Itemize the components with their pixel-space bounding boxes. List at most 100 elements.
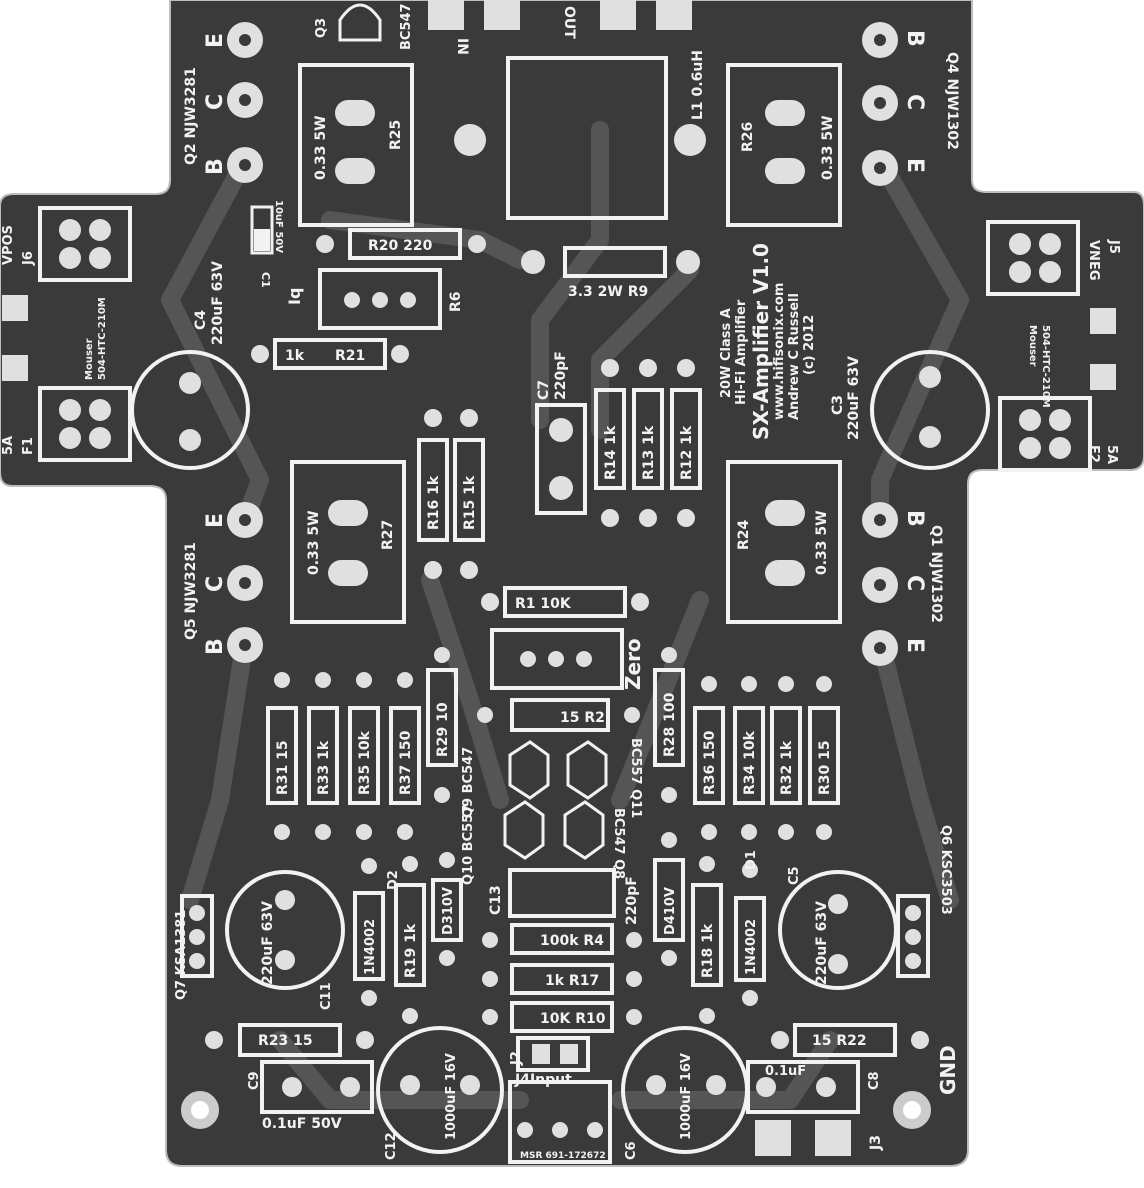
r17-outline xyxy=(510,963,614,995)
r16-label: R16 1k xyxy=(426,475,442,530)
j-out-pad-1 xyxy=(600,0,636,30)
r20-label: R20 220 xyxy=(368,238,433,254)
r16-outline xyxy=(417,438,449,542)
c1-outline xyxy=(250,205,274,255)
c12-val: 1000uF 16V xyxy=(444,1053,459,1140)
mouser-l-label: Mouser xyxy=(84,338,95,380)
c11-val: 220uF 63V xyxy=(260,901,276,985)
l1-label: L1 0.6uH xyxy=(690,50,706,120)
r36-label: R36 150 xyxy=(702,730,718,795)
c6-label: C6 xyxy=(624,1141,639,1160)
j4-label: J4Input xyxy=(514,1072,572,1088)
r35-outline xyxy=(348,706,380,805)
r28-outline xyxy=(653,668,685,767)
silkscreen-text: Q3 BC547 IN OUT L1 0.6uH Q2 NJW3281 E C … xyxy=(1,3,1121,1161)
r20-outline xyxy=(348,228,462,260)
c4-val: 220uF 63V xyxy=(210,261,226,345)
q5-c-label: C xyxy=(203,576,228,592)
r14-outline xyxy=(594,388,626,490)
r31-label: R31 15 xyxy=(275,740,291,795)
c4-outline xyxy=(130,350,250,470)
r32-outline xyxy=(770,706,802,805)
electrolytic-caps xyxy=(130,350,990,1154)
r36-outline xyxy=(693,706,725,805)
mouser-r-part: 504-HTC-210M xyxy=(1040,325,1051,408)
title-line3: SX-Amplifier V1.0 xyxy=(749,243,773,440)
q9-label: Q9 BC547 xyxy=(461,747,476,818)
zero-label: Zero xyxy=(621,638,645,690)
r35-label: R35 10k xyxy=(357,730,373,795)
q5-e-label: E xyxy=(203,513,228,528)
r2-outline xyxy=(510,698,610,732)
transistor-pads xyxy=(227,22,898,666)
r6-label: R6 xyxy=(448,291,464,312)
r22-label: 15 R22 xyxy=(812,1033,867,1049)
r12-label: R12 1k xyxy=(679,425,695,480)
r34-label: R34 10k xyxy=(742,730,758,795)
r13-label: R13 1k xyxy=(641,425,657,480)
c7-outline xyxy=(535,403,587,515)
j-out-pad-2 xyxy=(656,0,692,30)
r21-outline xyxy=(273,338,387,370)
r25-label: R25 xyxy=(388,120,404,150)
r23-outline xyxy=(238,1023,342,1057)
j6-outline xyxy=(38,206,132,282)
j2-outline xyxy=(516,1036,590,1072)
c3-outline xyxy=(870,350,990,470)
j-in-pad-1 xyxy=(428,0,464,30)
c7-label: C7 xyxy=(536,380,552,400)
r34-outline xyxy=(733,706,765,805)
c11-label: C11 xyxy=(319,982,334,1010)
r32-label: R32 1k xyxy=(779,740,795,795)
q2-label: Q2 NJW3281 xyxy=(183,67,199,165)
q8-outline xyxy=(563,800,605,860)
c13-outline xyxy=(508,868,616,918)
title-line1: 20W Class A xyxy=(719,308,734,398)
r21-label: R21 xyxy=(335,348,365,364)
r13-outline xyxy=(632,388,664,490)
l1-outline xyxy=(506,56,668,220)
q11-label: BC557 Q11 xyxy=(628,738,643,818)
r18-label: R18 1k xyxy=(700,923,716,978)
c1-val: 10uF 50V xyxy=(273,200,284,253)
c9-label: C9 xyxy=(247,1071,262,1090)
r2-label: 15 R2 xyxy=(560,710,605,726)
c5-val: 220uF 63V xyxy=(814,901,830,985)
c6-val: 1000uF 16V xyxy=(679,1053,694,1140)
r9-outline xyxy=(563,246,667,278)
j-in-pad-2 xyxy=(484,0,520,30)
q3-outline xyxy=(338,3,382,42)
top-connector-pads xyxy=(428,0,692,30)
power-resistor-outlines xyxy=(290,56,842,624)
r30-label: R30 15 xyxy=(817,740,833,795)
r25-val: 0.33 5W xyxy=(313,115,329,180)
r19-outline xyxy=(394,883,426,987)
q1-c-label: C xyxy=(902,575,927,591)
r37-outline xyxy=(389,706,421,805)
r31-outline xyxy=(266,706,298,805)
d1-outline xyxy=(734,896,766,982)
q7-outline xyxy=(180,894,214,978)
q6-outline xyxy=(896,894,930,978)
r1-label: R1 10K xyxy=(515,596,572,612)
vneg-label: VNEG xyxy=(1086,240,1101,281)
j6-label: J6 xyxy=(21,251,36,266)
j-in-top-label: IN xyxy=(454,38,470,55)
d1-val: 1N4002 xyxy=(744,919,759,975)
j-out-top-label: OUT xyxy=(561,6,577,39)
resistor-outlines xyxy=(38,206,1092,1164)
c9-val: 0.1uF 50V xyxy=(262,1116,342,1132)
q2-e-label: E xyxy=(203,33,228,48)
r10-outline xyxy=(510,1001,614,1033)
c9-outline xyxy=(260,1060,374,1114)
q2-c-label: C xyxy=(203,94,228,110)
r27-outline xyxy=(290,460,406,624)
r27-val: 0.33 5W xyxy=(306,510,322,575)
mounting-holes xyxy=(181,1091,931,1129)
j5-label: J5 xyxy=(1106,239,1121,254)
f1-label: F1 xyxy=(21,437,36,455)
q5-b-label: B xyxy=(203,638,228,655)
r29-label: R29 10 xyxy=(435,702,451,757)
small-transistors xyxy=(503,740,608,860)
